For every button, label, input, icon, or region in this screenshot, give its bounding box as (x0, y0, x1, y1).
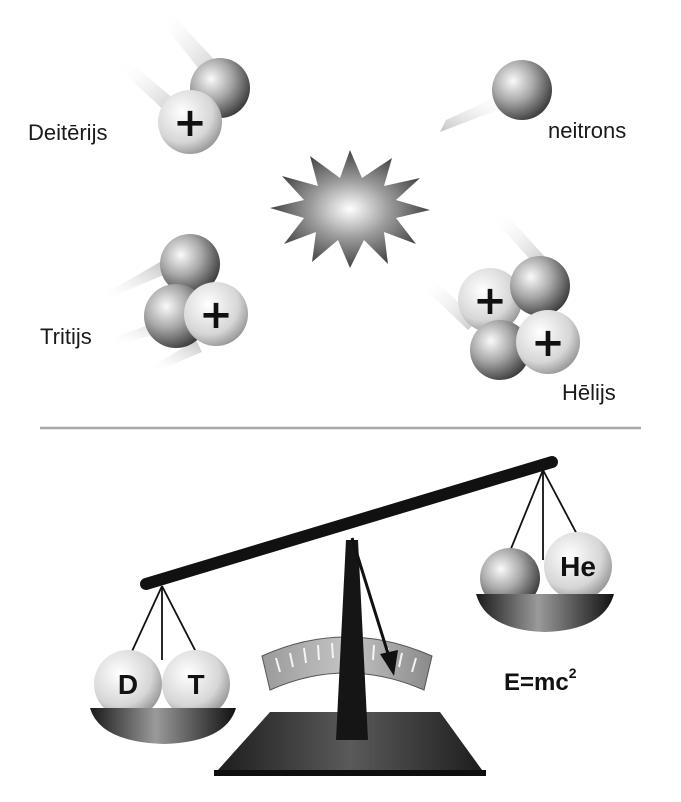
neutron-icon (510, 256, 570, 316)
neutron-label: neitrons (548, 118, 626, 143)
left-pan-label-t: T (187, 669, 204, 700)
helium-nucleus: + + (424, 214, 580, 380)
left-pan-strings (128, 586, 196, 660)
left-pan-label-d: D (118, 669, 138, 700)
proton-plus-icon: + (199, 292, 233, 338)
right-pan-label-he: He (560, 551, 596, 582)
scale-base-edge (214, 770, 486, 776)
deuterium-label: Deitērijs (28, 120, 107, 145)
left-pan (90, 708, 236, 744)
neutron-icon (492, 60, 552, 120)
right-pan (476, 594, 614, 632)
proton-plus-icon: + (173, 100, 207, 146)
helium-label: Hēlijs (562, 380, 616, 405)
free-neutron (440, 60, 552, 132)
tritium-nucleus: + (100, 234, 248, 374)
proton-plus-icon: + (531, 320, 565, 366)
proton-plus-icon: + (473, 278, 507, 324)
deuterium-nucleus: + (120, 14, 250, 154)
tritium-label: Tritijs (40, 324, 92, 349)
energy-mass-formula: E=mc2 (504, 665, 577, 696)
explosion-burst-icon (270, 150, 430, 268)
